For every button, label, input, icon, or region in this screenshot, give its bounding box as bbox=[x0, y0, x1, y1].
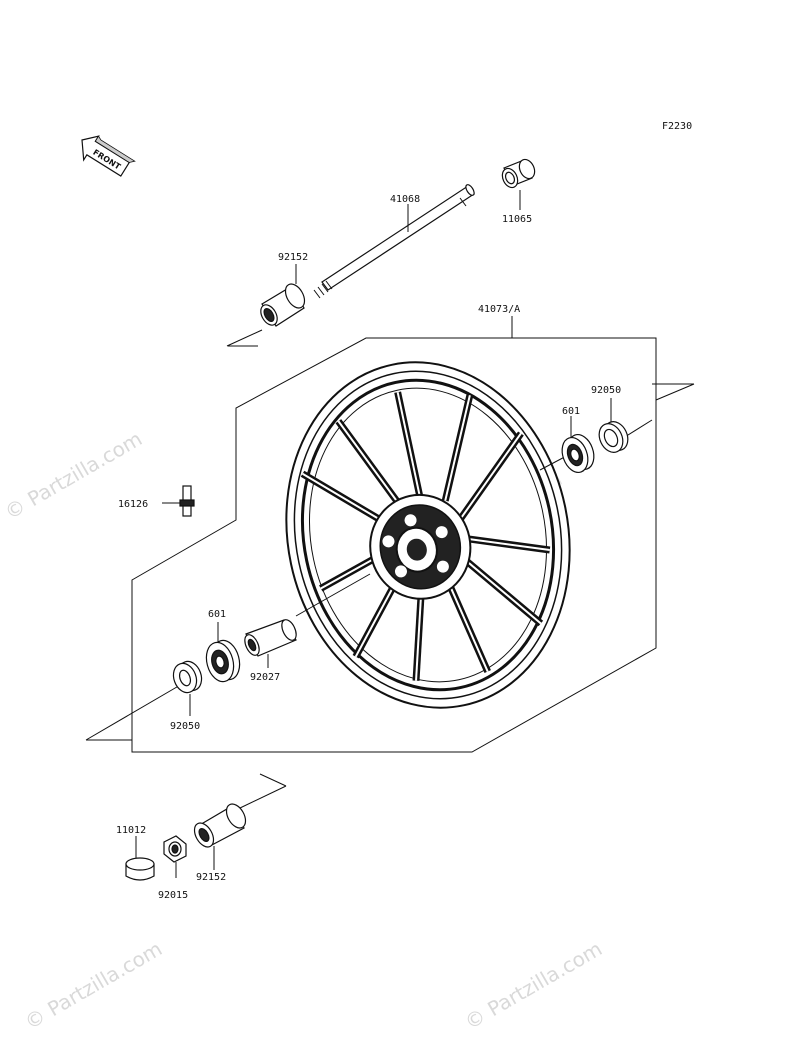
front-wheel-41073A[interactable] bbox=[255, 336, 601, 735]
figure-code: F2230 bbox=[662, 121, 692, 132]
callout-601-right[interactable]: 601 bbox=[562, 406, 580, 417]
front-arrow-icon: FRONT bbox=[81, 135, 136, 177]
callout-92050-left[interactable]: 92050 bbox=[170, 721, 200, 732]
callout-92050-right[interactable]: 92050 bbox=[591, 385, 621, 396]
callout-92027[interactable]: 92027 bbox=[250, 672, 280, 683]
wheel-bounding-box bbox=[85, 337, 695, 753]
nut-92015[interactable] bbox=[163, 835, 187, 863]
cap-11065[interactable] bbox=[499, 157, 537, 190]
axis-line-left bbox=[295, 573, 371, 617]
axle-41068[interactable] bbox=[226, 183, 476, 347]
callout-16126[interactable]: 16126 bbox=[118, 499, 148, 510]
callout-41073A[interactable]: 41073/A bbox=[478, 304, 520, 315]
oil-seal-92050-left[interactable] bbox=[170, 658, 206, 696]
callout-92152-top[interactable]: 92152 bbox=[278, 252, 308, 263]
callout-11065[interactable]: 11065 bbox=[502, 214, 532, 225]
air-valve-16126[interactable] bbox=[179, 485, 195, 517]
callout-11012[interactable]: 11012 bbox=[116, 825, 146, 836]
cap-11012[interactable] bbox=[125, 857, 155, 881]
bearing-601-left[interactable] bbox=[202, 637, 243, 684]
watermark-bottom-left: © Partzilla.com bbox=[21, 936, 167, 1034]
callout-601-left[interactable]: 601 bbox=[208, 609, 226, 620]
oil-seal-92050-right[interactable] bbox=[595, 418, 633, 456]
watermark-bottom-right: © Partzilla.com bbox=[461, 936, 607, 1034]
callout-92152-bottom[interactable]: 92152 bbox=[196, 872, 226, 883]
bearing-601-right[interactable] bbox=[558, 431, 599, 476]
collar-92152-top[interactable] bbox=[257, 281, 308, 328]
callout-92015[interactable]: 92015 bbox=[158, 890, 188, 901]
collar-92152-bottom[interactable] bbox=[191, 773, 287, 850]
callout-41068[interactable]: 41068 bbox=[390, 194, 420, 205]
collar-92027[interactable] bbox=[242, 617, 299, 657]
